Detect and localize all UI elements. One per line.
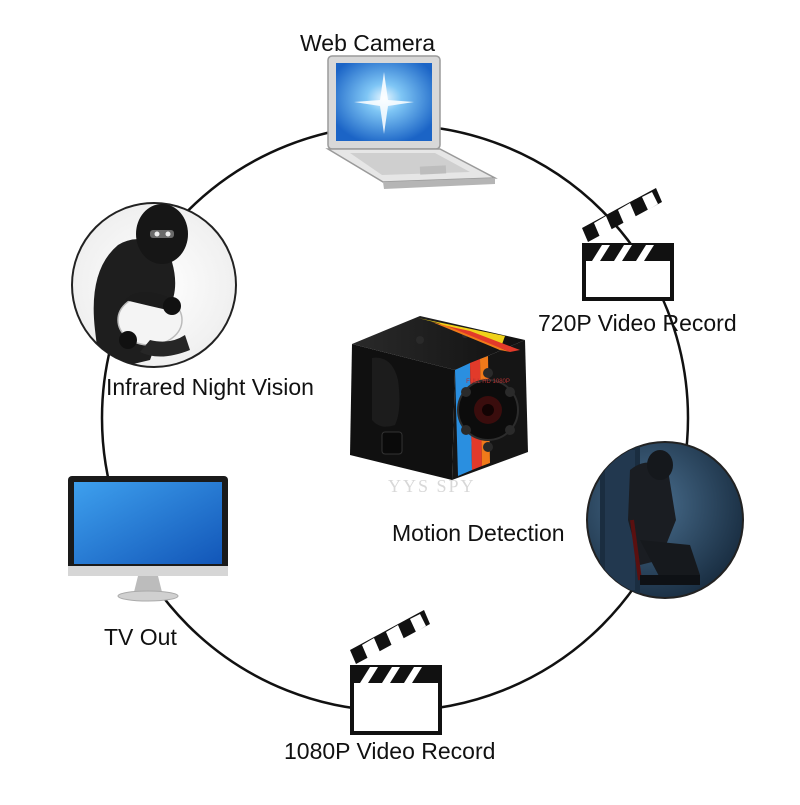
motion-detection-scene bbox=[586, 441, 744, 599]
clapperboard-1080p-icon bbox=[350, 610, 442, 735]
lens-ring-text: FULL HD 1080P bbox=[466, 379, 510, 385]
label-motion-detection: Motion Detection bbox=[392, 520, 565, 546]
monitor-icon bbox=[68, 476, 228, 602]
mini-camera: FULL HD 1080P bbox=[350, 316, 528, 480]
label-1080p-video-record: 1080P Video Record bbox=[284, 738, 496, 764]
watermark: YYS SPY bbox=[388, 476, 476, 496]
label-720p-video-record: 720P Video Record bbox=[538, 310, 737, 336]
label-infrared-night-vision: Infrared Night Vision bbox=[106, 374, 314, 400]
burglar-icon bbox=[71, 202, 237, 368]
laptop-icon bbox=[325, 55, 498, 189]
label-tv-out: TV Out bbox=[104, 624, 177, 650]
clapperboard-720p-icon bbox=[582, 188, 674, 301]
label-web-camera: Web Camera bbox=[300, 30, 436, 56]
